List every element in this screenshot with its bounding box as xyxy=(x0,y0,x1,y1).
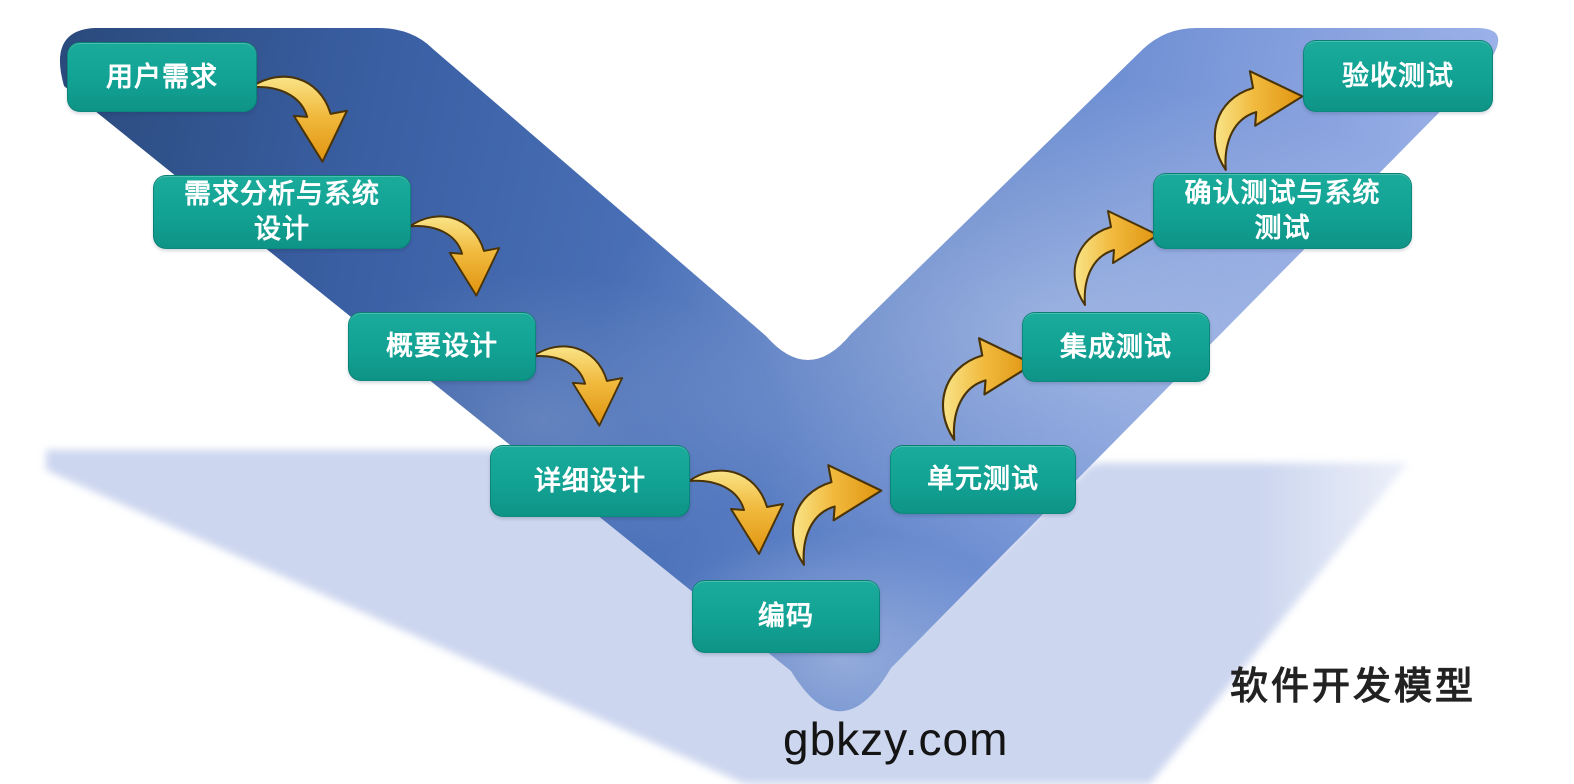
node-user-requirements: 用户需求 xyxy=(67,42,257,112)
node-requirements-analysis-system-design: 需求分析与系统设计 xyxy=(153,175,411,249)
node-integration-testing: 集成测试 xyxy=(1022,312,1210,382)
node-acceptance-testing: 验收测试 xyxy=(1303,40,1493,112)
node-unit-testing: 单元测试 xyxy=(890,445,1076,514)
node-detailed-design: 详细设计 xyxy=(490,445,690,517)
node-confirmation-and-system-testing: 确认测试与系统测试 xyxy=(1153,173,1412,249)
watermark-text: gbkzy.com xyxy=(783,713,1009,765)
node-preliminary-design: 概要设计 xyxy=(348,312,536,381)
node-coding: 编码 xyxy=(692,580,880,653)
diagram-title: 软件开发模型 xyxy=(1230,666,1477,708)
